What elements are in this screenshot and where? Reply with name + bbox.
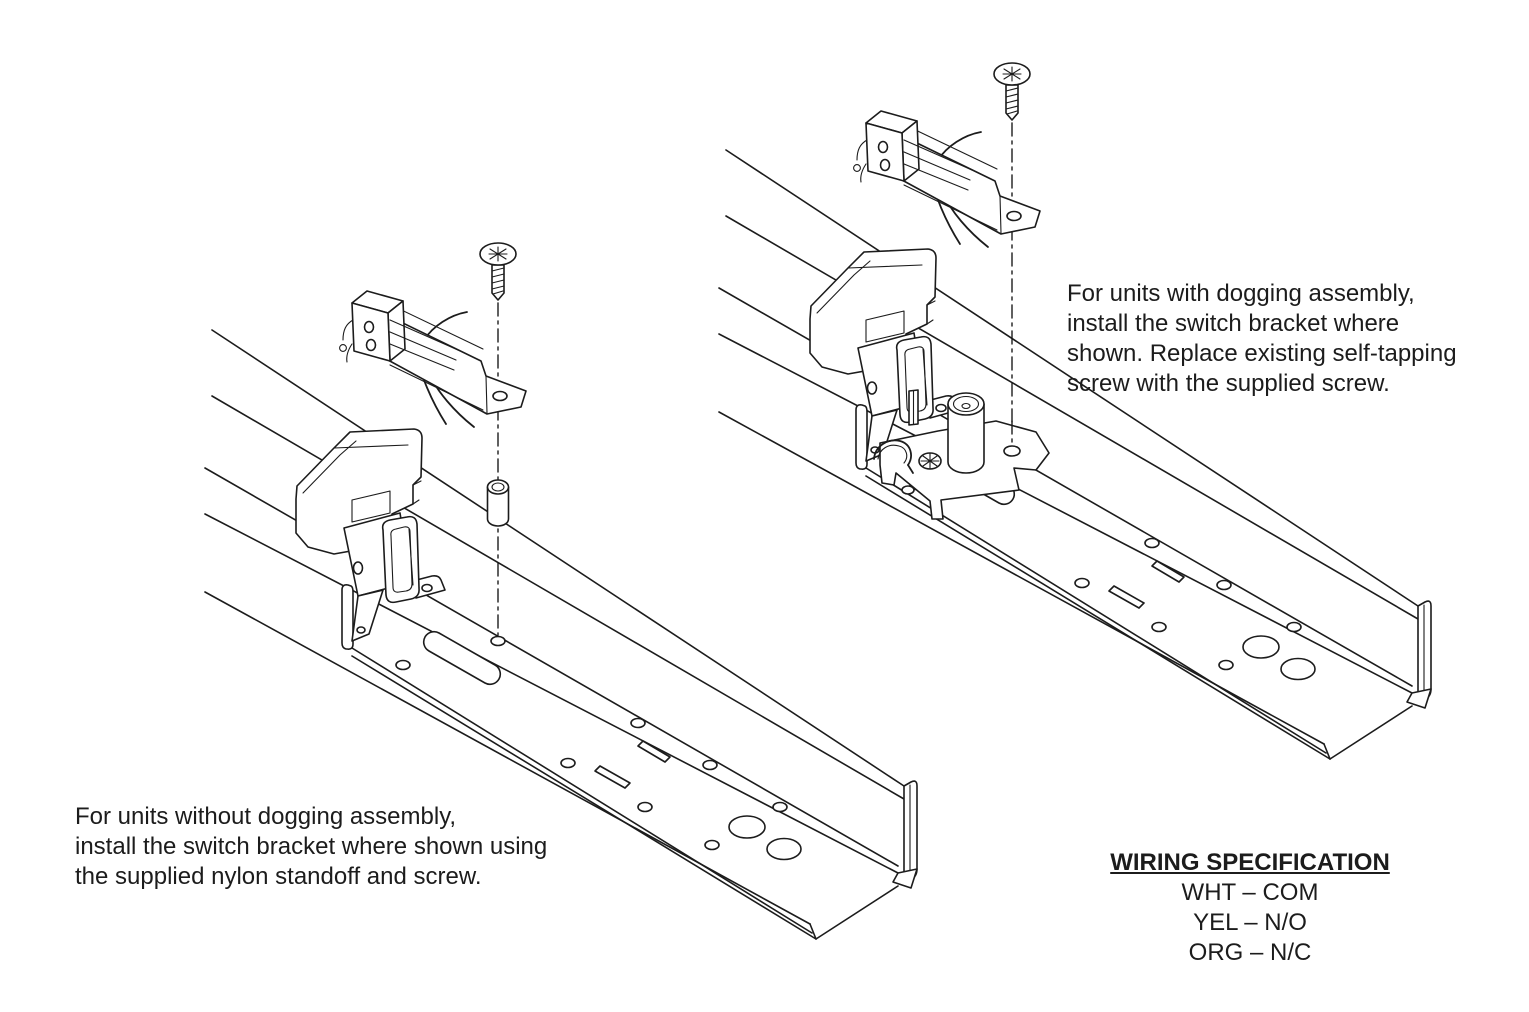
caption-line: install the switch bracket where	[1067, 310, 1400, 337]
dogging-plate-hole	[1003, 445, 1021, 457]
wiring-spec-title: WIRING SPECIFICATION	[1110, 849, 1390, 876]
wiring-spec-entry: WHT – COM	[1181, 879, 1319, 906]
caption-line: the supplied nylon standoff and screw.	[75, 863, 482, 890]
caption-line: shown. Replace existing self-tapping	[1067, 340, 1457, 367]
dogging-hook-wire	[873, 439, 914, 474]
nylon-standoff-drawing	[486, 479, 510, 527]
phillips-cross-icon	[920, 452, 940, 470]
left-assembly-drawing	[204, 242, 918, 940]
caption-line: For units without dogging assembly,	[75, 803, 457, 830]
caption-line: screw with the supplied screw.	[1067, 370, 1390, 397]
wiring-spec-entry: ORG – N/C	[1188, 939, 1312, 966]
right-assembly-drawing	[718, 62, 1432, 760]
dogging-post	[947, 392, 985, 474]
caption-line: For units with dogging assembly,	[1067, 280, 1415, 307]
right-caption: For units with dogging assembly, install…	[1067, 279, 1457, 399]
wiring-spec-entry: YEL – N/O	[1193, 909, 1307, 936]
caption-line: install the switch bracket where shown u…	[75, 833, 548, 860]
wiring-spec: WIRING SPECIFICATION WHT – COM YEL – N/O…	[1100, 848, 1400, 968]
left-caption: For units without dogging assembly, inst…	[75, 802, 547, 892]
self-tapping-screw-head	[918, 452, 942, 470]
dogging-assembly-drawing	[873, 389, 1050, 520]
